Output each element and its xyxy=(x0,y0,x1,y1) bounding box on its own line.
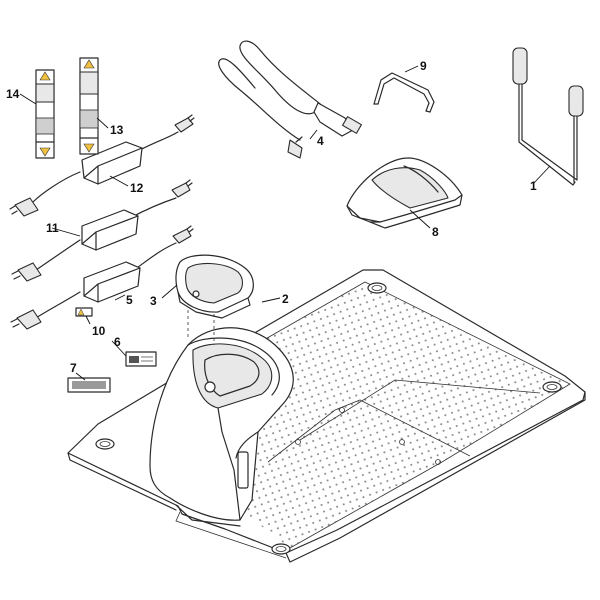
callout-3: 3 xyxy=(150,294,157,308)
leader-lines xyxy=(19,65,551,381)
callout-6: 6 xyxy=(114,335,121,349)
part-5-power-supply xyxy=(10,225,194,330)
part-11-power-supply xyxy=(11,179,193,282)
part-9-clip xyxy=(373,72,435,113)
part-13-label-strip xyxy=(79,57,99,155)
docking-station-tower xyxy=(149,327,294,527)
callout-2: 2 xyxy=(282,292,289,306)
part-2-base-plate xyxy=(67,269,586,563)
callout-9: 9 xyxy=(420,59,427,73)
callout-labels: 1 2 3 4 5 6 7 8 9 10 11 12 13 14 xyxy=(6,59,537,375)
callout-14: 14 xyxy=(6,87,20,101)
callout-5: 5 xyxy=(126,293,133,307)
part-1-rod xyxy=(512,47,584,186)
callout-10: 10 xyxy=(92,324,106,338)
part-12-power-supply xyxy=(9,114,195,217)
callout-1: 1 xyxy=(530,179,537,193)
callout-11: 11 xyxy=(46,221,59,235)
part-7-barcode-label xyxy=(67,377,111,393)
part-6-rating-label xyxy=(125,351,157,367)
part-4-usb-cable xyxy=(218,40,362,159)
part-8-hood xyxy=(346,157,463,229)
callout-7: 7 xyxy=(70,361,77,375)
callout-8: 8 xyxy=(432,225,439,239)
part-14-label-strip xyxy=(35,69,55,159)
part-3-cover xyxy=(175,254,254,319)
callout-4: 4 xyxy=(317,134,324,148)
callout-13: 13 xyxy=(110,123,124,137)
callout-12: 12 xyxy=(130,181,144,195)
part-10-warning-sticker xyxy=(75,307,93,317)
